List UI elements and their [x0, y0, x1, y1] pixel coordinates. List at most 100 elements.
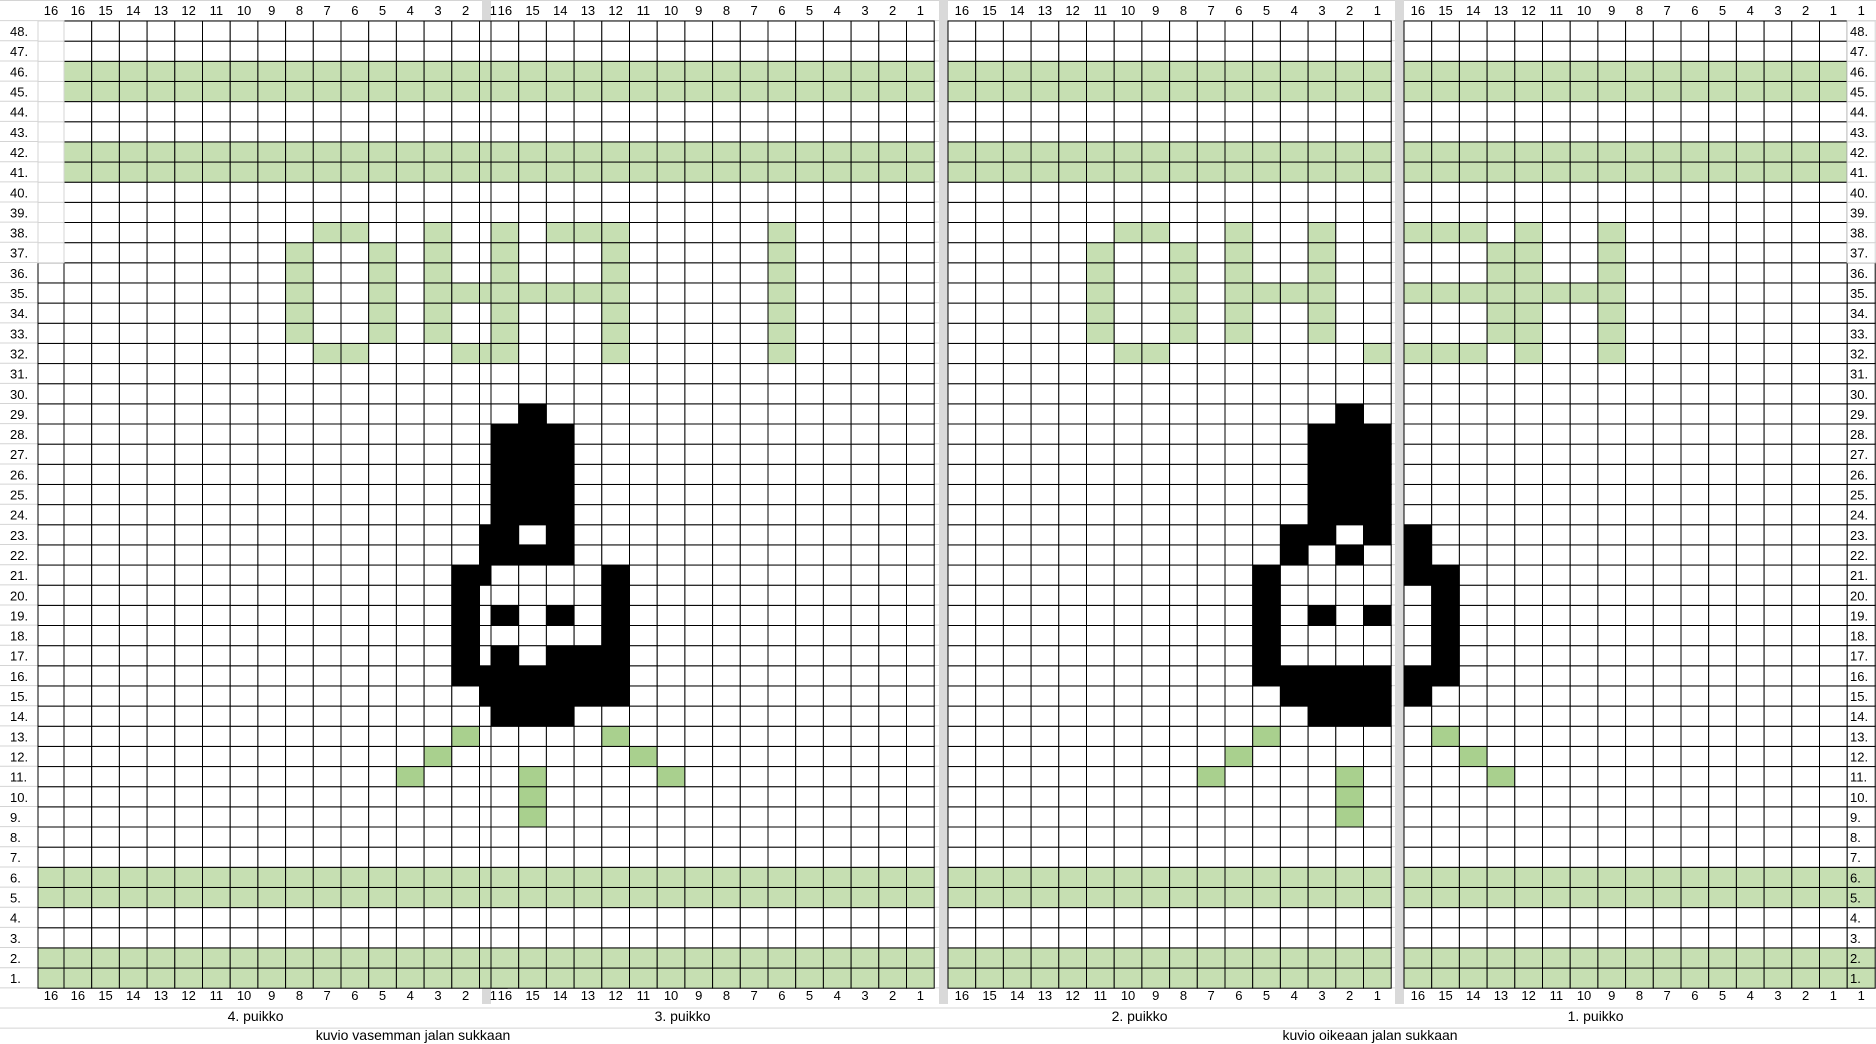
stitch-cell [907, 263, 935, 283]
stitch-cell [796, 505, 824, 525]
stitch-cell [424, 746, 452, 766]
row-number-left: 4. [10, 911, 21, 926]
row-number-right: 25. [1850, 488, 1868, 503]
stitch-cell [1792, 424, 1820, 444]
stitch-cell [203, 686, 231, 706]
stitch-cell [1570, 343, 1598, 363]
stitch-cell [452, 404, 480, 424]
stitch-cell [424, 444, 452, 464]
stitch-cell [119, 726, 147, 746]
stitch-cell [1515, 41, 1543, 61]
stitch-cell [1225, 605, 1253, 625]
stitch-cell [713, 464, 741, 484]
stitch-cell [1225, 81, 1253, 101]
stitch-cell [1197, 726, 1225, 746]
stitch-cell [768, 706, 796, 726]
stitch-cell [1087, 384, 1115, 404]
stitch-cell [851, 948, 879, 968]
stitch-cell [1087, 424, 1115, 444]
stitch-cell [796, 223, 824, 243]
stitch-cell [396, 807, 424, 827]
stitch-cell [1142, 605, 1170, 625]
stitch-cell [452, 162, 480, 182]
stitch-cell [147, 122, 175, 142]
stitch-cell [369, 807, 397, 827]
stitch-cell [341, 706, 369, 726]
stitch-cell [796, 404, 824, 424]
stitch-cell [713, 343, 741, 363]
stitch-cell [1820, 81, 1848, 101]
stitch-cell [907, 61, 935, 81]
stitch-cell [796, 666, 824, 686]
stitch-cell [796, 484, 824, 504]
stitch-cell [602, 605, 630, 625]
border-cell [38, 122, 64, 142]
stitch-cell [313, 424, 341, 444]
stitch-cell [1515, 21, 1543, 41]
stitch-cell [630, 41, 658, 61]
stitch-cell [879, 303, 907, 323]
stitch-cell [1626, 384, 1654, 404]
border-cell [38, 263, 64, 283]
stitch-cell [907, 142, 935, 162]
stitch-cell [574, 585, 602, 605]
stitch-cell [1003, 122, 1031, 142]
stitch-cell [396, 81, 424, 101]
stitch-cell [630, 243, 658, 263]
stitch-cell [740, 142, 768, 162]
stitch-cell [1709, 505, 1737, 525]
stitch-cell [1003, 565, 1031, 585]
stitch-cell [1253, 343, 1281, 363]
stitch-cell [491, 666, 519, 686]
stitch-cell [574, 525, 602, 545]
stitch-cell [768, 626, 796, 646]
stitch-cell [230, 505, 258, 525]
border-cell [38, 444, 64, 464]
stitch-cell [119, 182, 147, 202]
stitch-cell [396, 565, 424, 585]
stitch-cell [369, 404, 397, 424]
stitch-cell [1736, 928, 1764, 948]
stitch-cell [630, 122, 658, 142]
stitch-cell [1626, 323, 1654, 343]
stitch-cell [1404, 585, 1432, 605]
stitch-cell [369, 525, 397, 545]
stitch-cell [1225, 303, 1253, 323]
stitch-cell [685, 323, 713, 343]
stitch-cell [452, 545, 480, 565]
stitch-cell [602, 565, 630, 585]
stitch-cell [740, 182, 768, 202]
stitch-cell [1709, 142, 1737, 162]
stitch-cell [1197, 81, 1225, 101]
stitch-cell [685, 585, 713, 605]
stitch-cell [823, 867, 851, 887]
stitch-cell [424, 21, 452, 41]
stitch-cell [64, 162, 92, 182]
stitch-cell [1253, 928, 1281, 948]
stitch-cell [1764, 545, 1792, 565]
stitch-cell [1598, 102, 1626, 122]
stitch-cell [630, 444, 658, 464]
stitch-cell [796, 746, 824, 766]
stitch-cell [147, 484, 175, 504]
stitch-cell [92, 102, 120, 122]
stitch-cell [1432, 424, 1460, 444]
border-cell [38, 585, 64, 605]
stitch-cell [1114, 384, 1142, 404]
stitch-cell [1764, 384, 1792, 404]
stitch-cell [1253, 41, 1281, 61]
stitch-cell [1087, 565, 1115, 585]
stitch-cell [1736, 847, 1764, 867]
stitch-cell [1059, 303, 1087, 323]
stitch-cell [879, 223, 907, 243]
stitch-cell [1336, 706, 1364, 726]
stitch-cell [823, 686, 851, 706]
stitch-cell [1820, 303, 1848, 323]
stitch-cell [1570, 102, 1598, 122]
column-number-top: 12 [608, 3, 622, 18]
stitch-cell [1087, 364, 1115, 384]
stitch-cell [602, 404, 630, 424]
stitch-cell [64, 142, 92, 162]
stitch-cell [546, 182, 574, 202]
stitch-cell [1404, 646, 1432, 666]
